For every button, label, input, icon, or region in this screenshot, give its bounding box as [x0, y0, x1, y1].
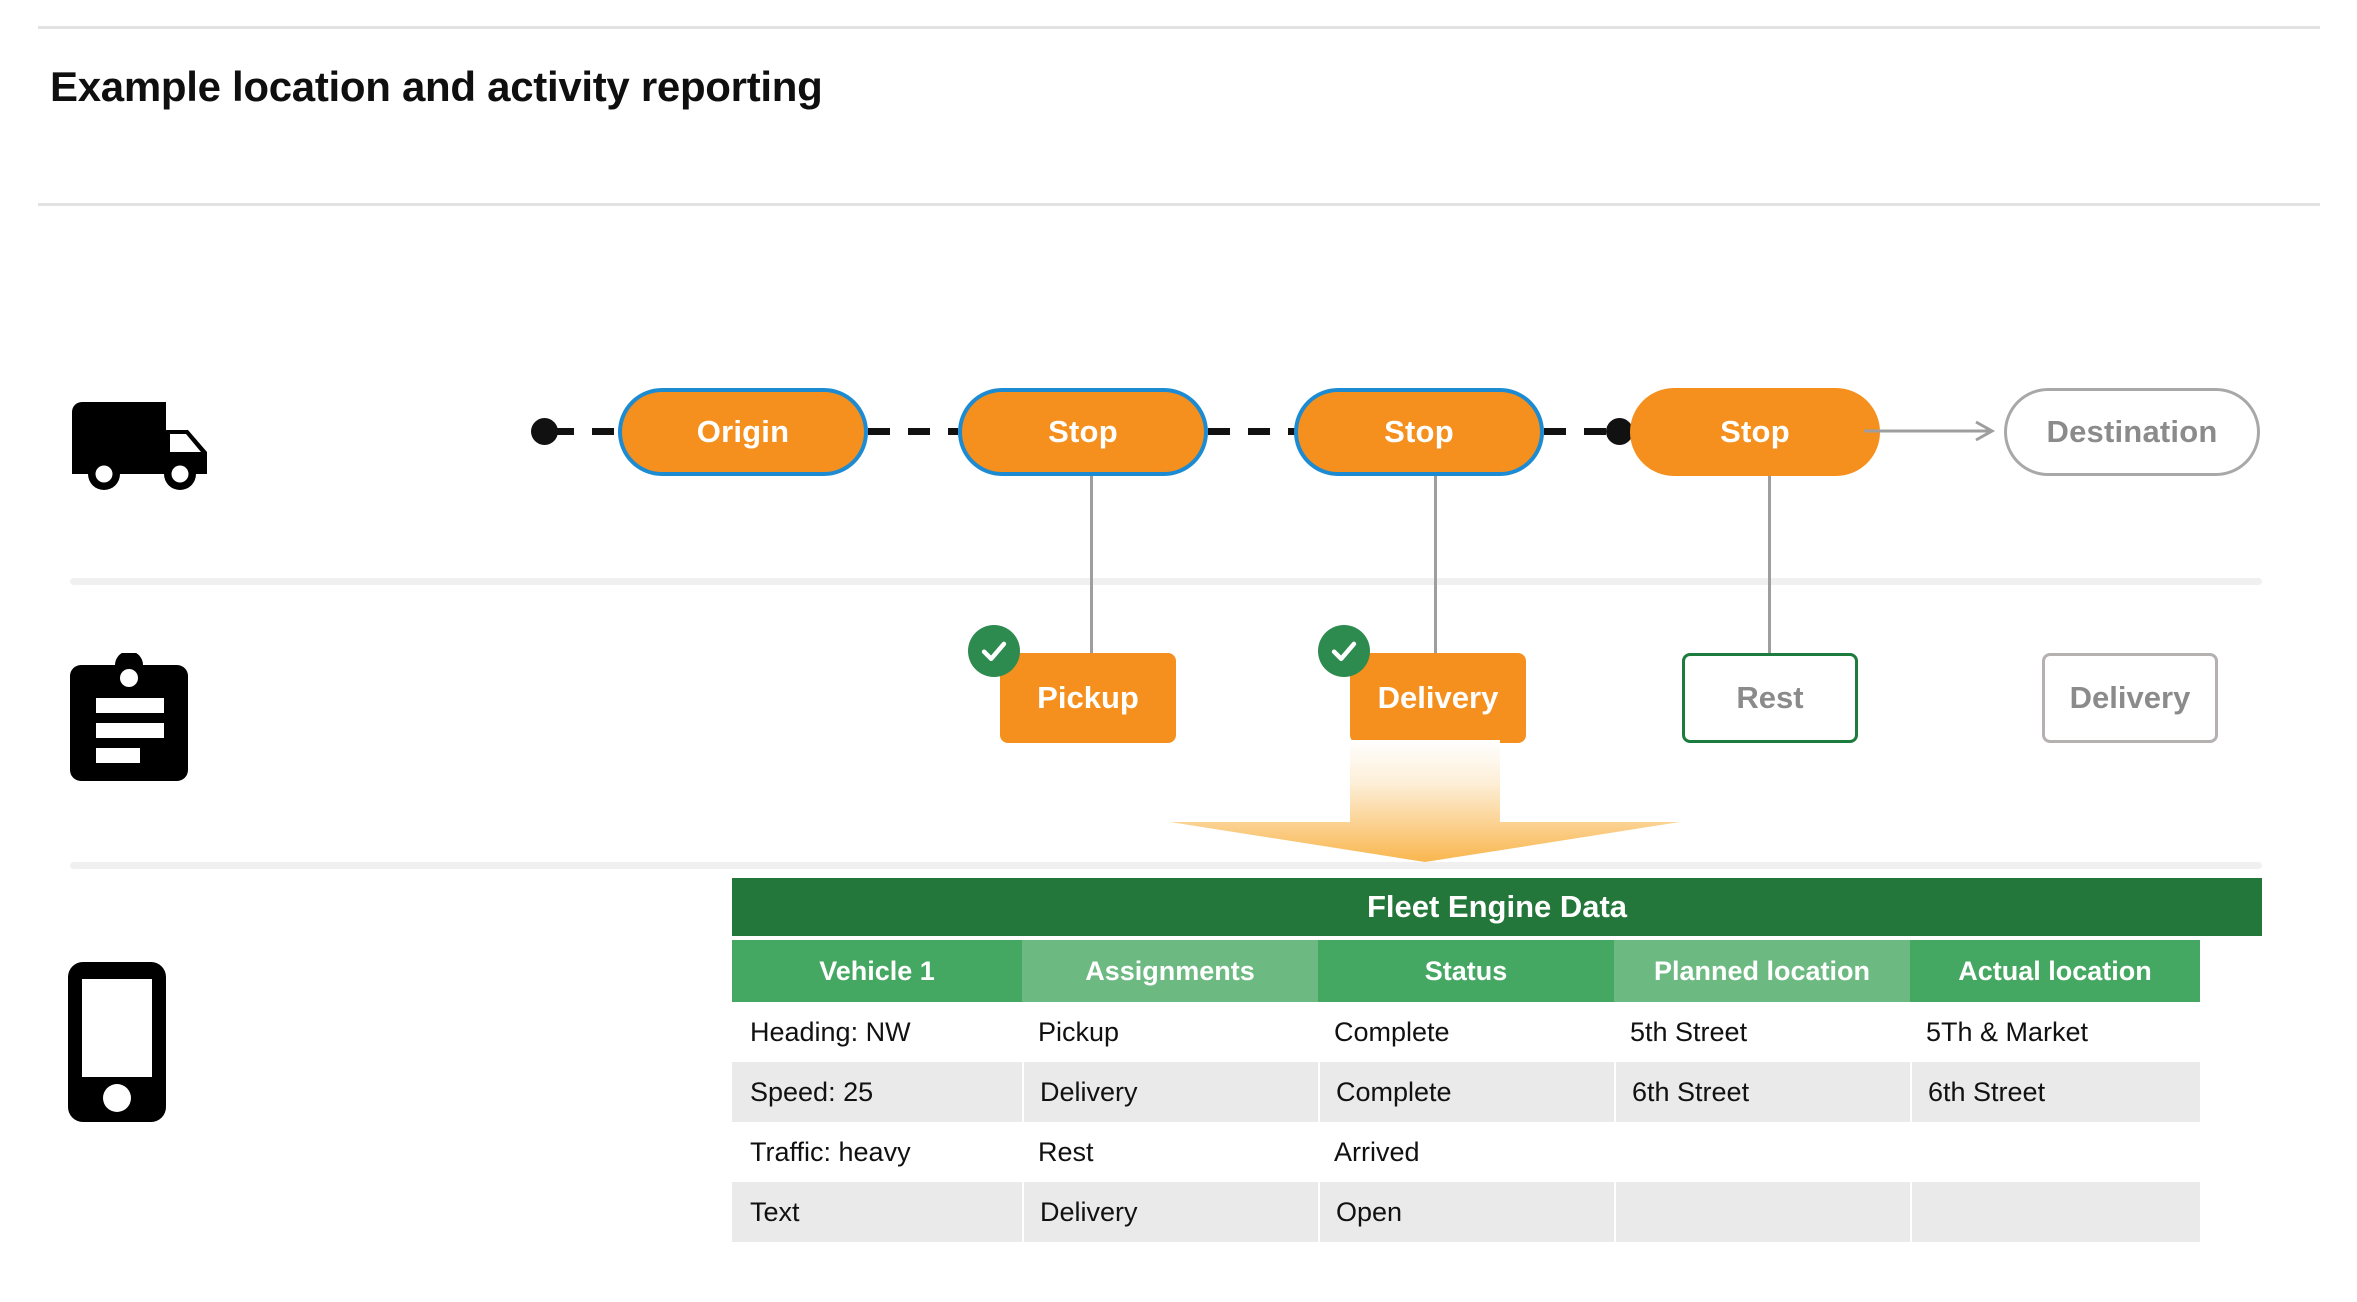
cell-vehicle: Traffic: heavy	[750, 1136, 911, 1167]
cell-actual-location	[1910, 1182, 2200, 1242]
route-node-label: Stop	[1384, 414, 1454, 449]
cell-vehicle: Text	[732, 1182, 1022, 1242]
section-divider-route	[70, 578, 2262, 585]
cell-planned-location	[1614, 1122, 1910, 1182]
route-dash-2	[1208, 428, 1298, 435]
table-title: Fleet Engine Data	[732, 878, 2262, 936]
cell-vehicle: Speed: 25	[732, 1062, 1022, 1122]
connector-stop2-delivery	[1434, 476, 1437, 664]
table-row: Speed: 25 Delivery Complete 6th Street 6…	[732, 1062, 2262, 1122]
route-dash-0	[552, 428, 618, 435]
cell-actual-location: 5Th & Market	[1926, 1016, 2089, 1047]
activity-card-delivery[interactable]: Delivery	[1350, 653, 1526, 743]
activity-card-pickup[interactable]: Pickup	[1000, 653, 1176, 743]
cell-assignment: Delivery	[1022, 1182, 1318, 1242]
activity-card-label: Delivery	[2069, 680, 2191, 715]
cell-assignment: Delivery	[1022, 1062, 1318, 1122]
cell-assignment: Rest	[1038, 1136, 1094, 1167]
route-node-label: Destination	[2046, 414, 2218, 449]
check-icon	[1318, 625, 1370, 677]
cell-status: Arrived	[1334, 1136, 1420, 1167]
table-row: Heading: NW Pickup Complete 5th Street 5…	[732, 1002, 2262, 1062]
cell-planned-location: 5th Street	[1630, 1016, 1748, 1047]
table-row: Text Delivery Open	[732, 1182, 2262, 1242]
route-node-destination[interactable]: Destination	[2004, 388, 2260, 476]
activity-card-delivery-pending[interactable]: Delivery	[2042, 653, 2218, 743]
route-node-stop-1[interactable]: Stop	[958, 388, 1208, 476]
cell-planned-location	[1614, 1182, 1910, 1242]
connector-stop1-pickup	[1090, 476, 1093, 664]
route-final-arrow-icon	[1864, 420, 1996, 442]
activity-card-label: Pickup	[1037, 680, 1139, 715]
route-dash-3	[1544, 428, 1620, 435]
route-node-label: Stop	[1720, 414, 1790, 449]
route-mid-dot	[1606, 418, 1633, 445]
check-glyph	[981, 641, 1007, 662]
cell-status: Complete	[1318, 1062, 1614, 1122]
fleet-engine-table: Fleet Engine Data Vehicle 1 Assignments …	[732, 878, 2262, 1242]
truck-icon	[72, 402, 207, 490]
cell-actual-location: 6th Street	[1910, 1062, 2200, 1122]
header-divider-top	[38, 26, 2320, 29]
connector-stop3-rest	[1768, 476, 1771, 664]
header-divider-bottom	[38, 203, 2320, 206]
column-header-status: Status	[1318, 940, 1614, 1002]
page-title: Example location and activity reporting	[50, 63, 823, 110]
clipboard-icon	[70, 653, 188, 781]
route-node-label: Origin	[696, 414, 790, 449]
route-node-stop-2[interactable]: Stop	[1294, 388, 1544, 476]
column-header-actual-location: Actual location	[1910, 940, 2200, 1002]
route-node-stop-3[interactable]: Stop	[1630, 388, 1880, 476]
cell-vehicle: Heading: NW	[750, 1016, 911, 1047]
table-row: Traffic: heavy Rest Arrived	[732, 1122, 2262, 1182]
cell-planned-location: 6th Street	[1614, 1062, 1910, 1122]
table-header-row: Vehicle 1 Assignments Status Planned loc…	[732, 940, 2262, 1002]
activity-card-rest[interactable]: Rest	[1682, 653, 1858, 743]
cell-status: Complete	[1334, 1016, 1450, 1047]
column-header-planned-location: Planned location	[1614, 940, 1910, 1002]
cell-status: Open	[1318, 1182, 1614, 1242]
column-header-assignments: Assignments	[1022, 940, 1318, 1002]
route-dash-1	[868, 428, 958, 435]
route-node-origin[interactable]: Origin	[618, 388, 868, 476]
phone-icon	[68, 962, 166, 1122]
cell-assignment: Pickup	[1038, 1016, 1120, 1047]
data-flow-arrow-icon	[1170, 740, 1680, 862]
section-divider-activity	[70, 862, 2262, 869]
route-node-label: Stop	[1048, 414, 1118, 449]
activity-card-label: Rest	[1736, 680, 1804, 715]
cell-actual-location	[1910, 1122, 2200, 1182]
check-glyph	[1331, 641, 1357, 662]
check-icon	[968, 625, 1020, 677]
column-header-vehicle: Vehicle 1	[732, 940, 1022, 1002]
activity-card-label: Delivery	[1377, 680, 1499, 715]
